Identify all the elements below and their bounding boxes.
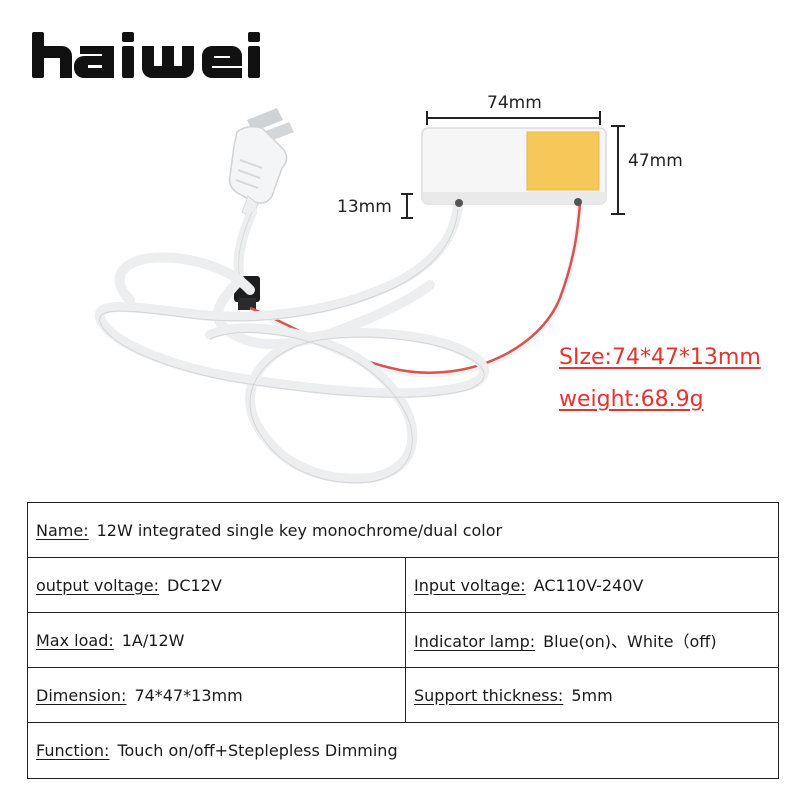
- table-row: Function: Touch on/off+Steplepless Dimmin…: [27, 722, 779, 779]
- spec-value: 5mm: [571, 685, 613, 705]
- spec-value: 12W integrated single key monochrome/dua…: [96, 520, 503, 540]
- spec-indicator-lamp-cell: Indicator lamp: Blue(on)、White（off): [405, 612, 779, 668]
- spec-value: Blue(on)、White（off): [543, 632, 717, 651]
- power-plug-icon: [228, 108, 294, 219]
- spec-output-voltage-cell: output voltage: DC12V: [27, 557, 406, 613]
- width-dimension-label: 74mm: [487, 93, 542, 113]
- thickness-dimension-label: 13mm: [337, 197, 392, 217]
- spec-value: 1A/12W: [121, 630, 185, 650]
- spec-label: Function:: [36, 741, 110, 760]
- table-row: Name: 12W integrated single key monochrom…: [27, 502, 779, 558]
- table-row: Dimension: 74*47*13mm Support thickness: 5…: [27, 667, 779, 723]
- spec-label: Support thickness:: [414, 685, 564, 705]
- spec-support-thickness-cell: Support thickness: 5mm: [405, 667, 779, 723]
- spec-function-cell: Function: Touch on/off+Steplepless Dimmin…: [27, 722, 779, 779]
- controller-box: [421, 127, 607, 207]
- spec-label: Input voltage:: [414, 575, 526, 595]
- spec-max-load-cell: Max load: 1A/12W: [27, 612, 406, 668]
- spec-dimension-cell: Dimension: 74*47*13mm: [27, 667, 406, 723]
- spec-label: output voltage:: [36, 575, 160, 595]
- table-row: output voltage: DC12V Input voltage: AC110…: [27, 557, 779, 613]
- spec-name-cell: Name: 12W integrated single key monochrom…: [27, 502, 779, 558]
- dimension-markers: [401, 111, 625, 219]
- table-row: Max load: 1A/12W Indicator lamp: Blue(on)、…: [27, 612, 779, 668]
- spec-value: 74*47*13mm: [134, 685, 243, 705]
- spec-value: DC12V: [167, 575, 222, 595]
- height-dimension-label: 47mm: [628, 151, 683, 171]
- brand-logo: [32, 32, 260, 78]
- spec-value: Touch on/off+Steplepless Dimming: [117, 741, 398, 760]
- spec-label: Indicator lamp:: [414, 632, 536, 651]
- spec-value: AC110V-240V: [533, 575, 644, 595]
- product-illustration: [94, 108, 625, 484]
- spec-label: Name:: [36, 520, 89, 540]
- spec-label: Dimension:: [36, 685, 127, 705]
- spec-table: Name: 12W integrated single key monochrom…: [27, 502, 779, 779]
- spec-label: Max load:: [36, 630, 114, 650]
- size-callout: SIze:74*47*13mm: [559, 345, 761, 370]
- spec-input-voltage-cell: Input voltage: AC110V-240V: [405, 557, 779, 613]
- weight-callout: weight:68.9g: [559, 387, 704, 412]
